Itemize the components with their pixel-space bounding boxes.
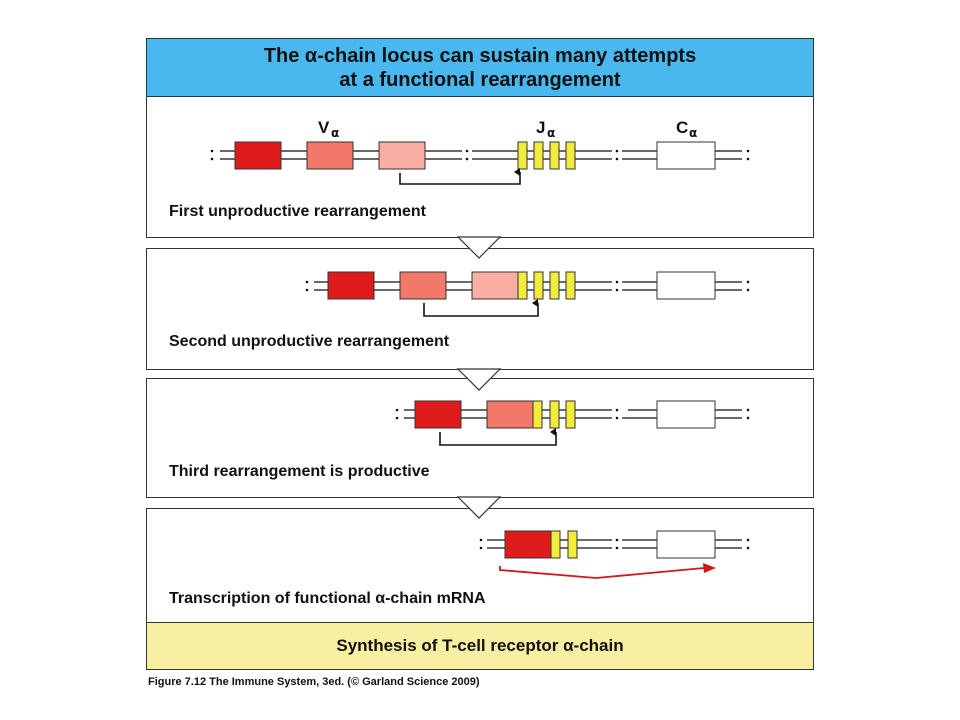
- j-segment-2: [533, 271, 544, 300]
- result-label: Synthesis of T-cell receptor α-chain: [336, 636, 624, 655]
- v-segment-3: [378, 141, 426, 170]
- locus-row-1: [210, 141, 750, 185]
- j-segment-1: [532, 400, 543, 429]
- v-segment-3: [471, 271, 519, 300]
- gene-label-c: C α: [676, 118, 697, 140]
- v-segment-1: [414, 400, 462, 429]
- v-segment-1: [327, 271, 375, 300]
- j-segment-1: [550, 530, 561, 559]
- v-segment-2: [399, 271, 447, 300]
- rearrangement-arrow-2: [423, 299, 539, 317]
- j-segment-4: [565, 271, 576, 300]
- title-line-2: at a functional rearrangement: [339, 69, 621, 91]
- v-segment-2: [306, 141, 354, 170]
- v-segment-1: [234, 141, 282, 170]
- j-segment-3: [565, 400, 576, 429]
- rearrangement-arrow-3: [439, 428, 557, 446]
- step-arrow-3: [456, 496, 502, 519]
- locus-row-3: [395, 400, 750, 446]
- j-segment-2: [533, 141, 544, 170]
- figure-caption: Figure 7.12 The Immune System, 3ed. (© G…: [148, 676, 480, 688]
- panel-label-first: First unproductive rearrangement: [169, 203, 426, 220]
- title-banner: The α-chain locus can sustain many attem…: [146, 38, 814, 98]
- v-subscript: α: [331, 126, 339, 140]
- locus-row-2: [305, 271, 750, 317]
- rearrangement-arrow-1: [399, 168, 521, 185]
- title-line-1: The α-chain locus can sustain many attem…: [263, 45, 697, 67]
- j-segment-3: [549, 271, 560, 300]
- j-segment-1: [517, 271, 528, 300]
- c-segment: [656, 400, 716, 429]
- vj-segment: [504, 530, 552, 559]
- c-segment: [656, 141, 716, 170]
- result-banner: Synthesis of T-cell receptor α-chain: [146, 622, 814, 670]
- step-arrow-1: [456, 236, 502, 259]
- j-subscript: α: [547, 126, 555, 140]
- j-segment-4: [565, 141, 576, 170]
- j-segment-1: [517, 141, 528, 170]
- v-label: V: [318, 118, 330, 137]
- step-arrow-2: [456, 368, 502, 391]
- panel-label-transcription: Transcription of functional α-chain mRNA: [169, 590, 486, 607]
- j-segment-2: [567, 530, 578, 559]
- c-segment: [656, 271, 716, 300]
- panel-label-second: Second unproductive rearrangement: [169, 333, 450, 350]
- c-segment: [656, 530, 716, 559]
- panel-label-third: Third rearrangement is productive: [169, 463, 430, 480]
- j-segment-3: [549, 141, 560, 170]
- mrna-arrowhead: [703, 563, 716, 573]
- mrna-transcript-line: [499, 566, 705, 579]
- gene-label-j: J α: [536, 118, 555, 140]
- locus-row-4: [479, 530, 750, 579]
- c-subscript: α: [689, 126, 697, 140]
- v-segment-2: [486, 400, 534, 429]
- j-label: J: [536, 118, 545, 137]
- gene-label-v: V α: [318, 118, 339, 140]
- c-label: C: [676, 118, 688, 137]
- j-segment-2: [549, 400, 560, 429]
